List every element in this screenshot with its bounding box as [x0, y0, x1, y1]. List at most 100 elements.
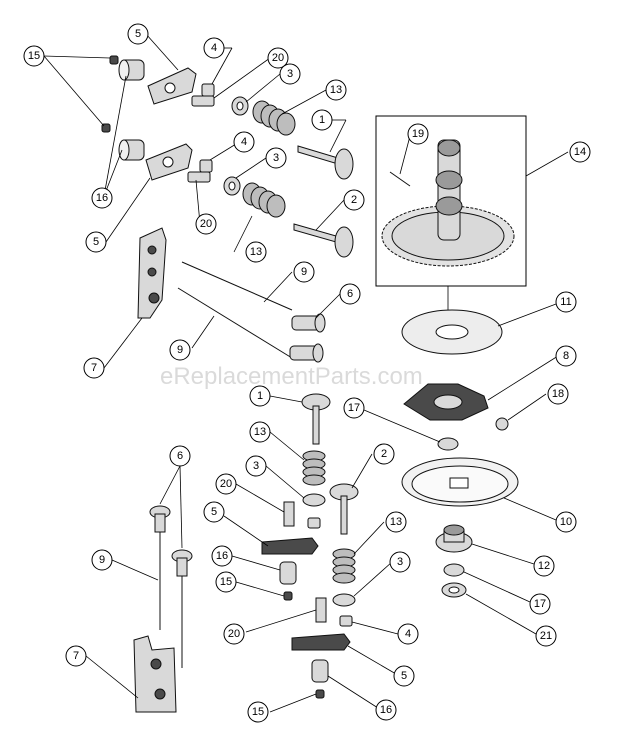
svg-text:15: 15 — [252, 706, 264, 718]
svg-text:7: 7 — [73, 650, 79, 662]
part-valve-2-bottom — [329, 483, 359, 535]
svg-text:5: 5 — [135, 28, 141, 40]
svg-text:5: 5 — [211, 506, 217, 518]
svg-text:13: 13 — [330, 84, 342, 96]
part-retainer-3-bottom-left — [302, 493, 326, 507]
part-nut-4-top — [199, 83, 215, 173]
svg-text:12: 12 — [538, 560, 550, 572]
callout-4-top: 4 — [203, 37, 225, 59]
svg-text:17: 17 — [534, 598, 546, 610]
part-push-rod-9-top — [177, 261, 293, 359]
svg-text:20: 20 — [272, 52, 284, 64]
part-hub-12 — [435, 524, 473, 553]
callout-20-mid: 20 — [195, 213, 217, 235]
callout-17-bottom: 17 — [529, 593, 551, 615]
svg-text:13: 13 — [254, 426, 266, 438]
svg-text:4: 4 — [211, 42, 217, 54]
part-camshaft-gear-14 — [381, 139, 515, 267]
part-pin-19 — [389, 171, 411, 187]
callout-13-bottom-left: 13 — [249, 421, 271, 443]
callout-1-bottom: 1 — [249, 385, 271, 407]
part-stud-20-bottom-right — [315, 597, 327, 623]
callout-3-bottom-left: 3 — [245, 455, 267, 477]
callout-15-bottom-right: 15 — [247, 701, 269, 723]
svg-text:16: 16 — [380, 704, 392, 716]
svg-text:20: 20 — [228, 628, 240, 640]
svg-text:4: 4 — [405, 628, 411, 640]
svg-text:13: 13 — [250, 246, 262, 258]
part-lifter-6-top — [289, 313, 326, 363]
part-valve-1-top — [297, 145, 354, 180]
svg-text:3: 3 — [273, 152, 279, 164]
svg-text:13: 13 — [390, 516, 402, 528]
part-ball-18 — [495, 417, 509, 431]
part-retainer-3-bottom-right — [332, 593, 356, 607]
svg-text:21: 21 — [540, 630, 552, 642]
svg-text:2: 2 — [381, 448, 387, 460]
svg-text:8: 8 — [563, 350, 569, 362]
callout-9-top: 9 — [293, 261, 315, 283]
callout-8: 8 — [555, 345, 577, 367]
callout-21: 21 — [535, 625, 557, 647]
callout-5-mid: 5 — [85, 231, 107, 253]
callout-17-mid: 17 — [343, 397, 365, 419]
callout-3-top: 3 — [279, 63, 301, 85]
part-nut-4-bottom-left — [307, 517, 321, 529]
svg-text:5: 5 — [93, 236, 99, 248]
callout-11: 11 — [555, 291, 577, 313]
svg-text:5: 5 — [401, 670, 407, 682]
part-guide-plate-7-bottom — [133, 635, 177, 713]
part-rocker-arm-5-top — [145, 67, 197, 181]
watermark-text: eReplacementParts.com — [160, 363, 423, 390]
callout-1-top: 1 — [311, 109, 333, 131]
part-stud-20-top — [187, 95, 215, 183]
svg-text:3: 3 — [397, 556, 403, 568]
part-governor-8 — [403, 383, 489, 421]
svg-text:4: 4 — [241, 136, 247, 148]
svg-text:18: 18 — [552, 388, 564, 400]
callout-5-bottom-right: 5 — [393, 665, 415, 687]
part-spring-13-bottom-right — [332, 548, 356, 584]
callout-13-top: 13 — [325, 79, 347, 101]
part-rocker-arm-5-bottom-right — [291, 633, 351, 651]
svg-text:9: 9 — [301, 266, 307, 278]
part-valve-2-top — [293, 223, 354, 258]
callout-20-bottom-right: 20 — [223, 623, 245, 645]
camshaft-box — [375, 115, 527, 287]
leader-lines — [43, 33, 569, 713]
callout-10: 10 — [555, 511, 577, 533]
part-lifter-6-bottom-b — [171, 549, 193, 577]
svg-text:1: 1 — [257, 390, 263, 402]
svg-text:20: 20 — [200, 218, 212, 230]
part-adjuster-16-bottom-right — [311, 659, 329, 683]
svg-text:3: 3 — [253, 460, 259, 472]
svg-text:2: 2 — [351, 194, 357, 206]
callout-5-bottom-left: 5 — [203, 501, 225, 523]
part-ring-21 — [441, 582, 467, 598]
part-plate-10 — [401, 457, 519, 507]
callout-13-mid: 13 — [245, 241, 267, 263]
part-push-rod-9-bottom — [159, 532, 183, 668]
callout-2-bottom: 2 — [373, 443, 395, 465]
callout-3-bottom-right: 3 — [389, 551, 411, 573]
callout-14: 14 — [569, 141, 591, 163]
callout-9-mid: 9 — [169, 339, 191, 361]
svg-text:11: 11 — [560, 296, 571, 308]
part-valve-1-bottom — [301, 393, 331, 445]
callout-13-bottom-right: 13 — [385, 511, 407, 533]
svg-text:9: 9 — [177, 344, 183, 356]
callout-18: 18 — [547, 383, 569, 405]
callout-12: 12 — [533, 555, 555, 577]
svg-text:10: 10 — [560, 516, 572, 528]
callout-15-top: 15 — [23, 45, 45, 67]
svg-text:14: 14 — [574, 146, 586, 158]
svg-text:19: 19 — [412, 128, 424, 140]
svg-text:17: 17 — [348, 402, 360, 414]
callout-16-bottom-right: 16 — [375, 699, 397, 721]
svg-text:15: 15 — [28, 50, 40, 62]
callout-16-top: 16 — [91, 187, 113, 209]
part-retainer-3-top — [223, 96, 249, 196]
svg-text:6: 6 — [177, 450, 183, 462]
svg-text:3: 3 — [287, 68, 293, 80]
